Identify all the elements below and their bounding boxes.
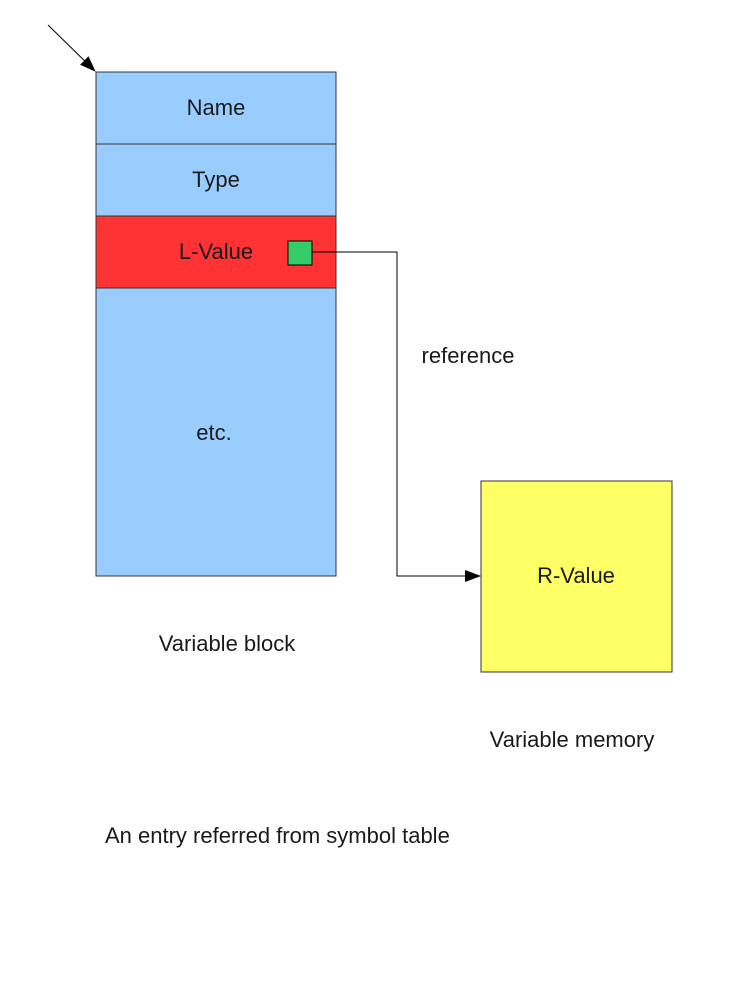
type-row-label: Type [192,167,240,192]
lvalue-row-label: L-Value [179,239,253,264]
name-row [95,71,337,145]
reference-connector [312,251,481,582]
lvalue-pointer [287,240,313,266]
type-row [95,143,337,217]
etc-row [95,287,337,577]
variable-block: Name Type L-Value etc. [95,71,337,577]
etc-row-label: etc. [196,420,231,445]
reference-label: reference [422,343,515,368]
symbol-table-arrow [47,24,96,72]
variable-memory-caption: Variable memory [490,727,655,752]
name-row-label: Name [187,95,246,120]
rvalue-cell-label: R-Value [537,563,615,588]
footer-caption: An entry referred from symbol table [105,823,450,848]
variable-block-caption: Variable block [159,631,297,656]
rvalue-cell [480,480,673,673]
